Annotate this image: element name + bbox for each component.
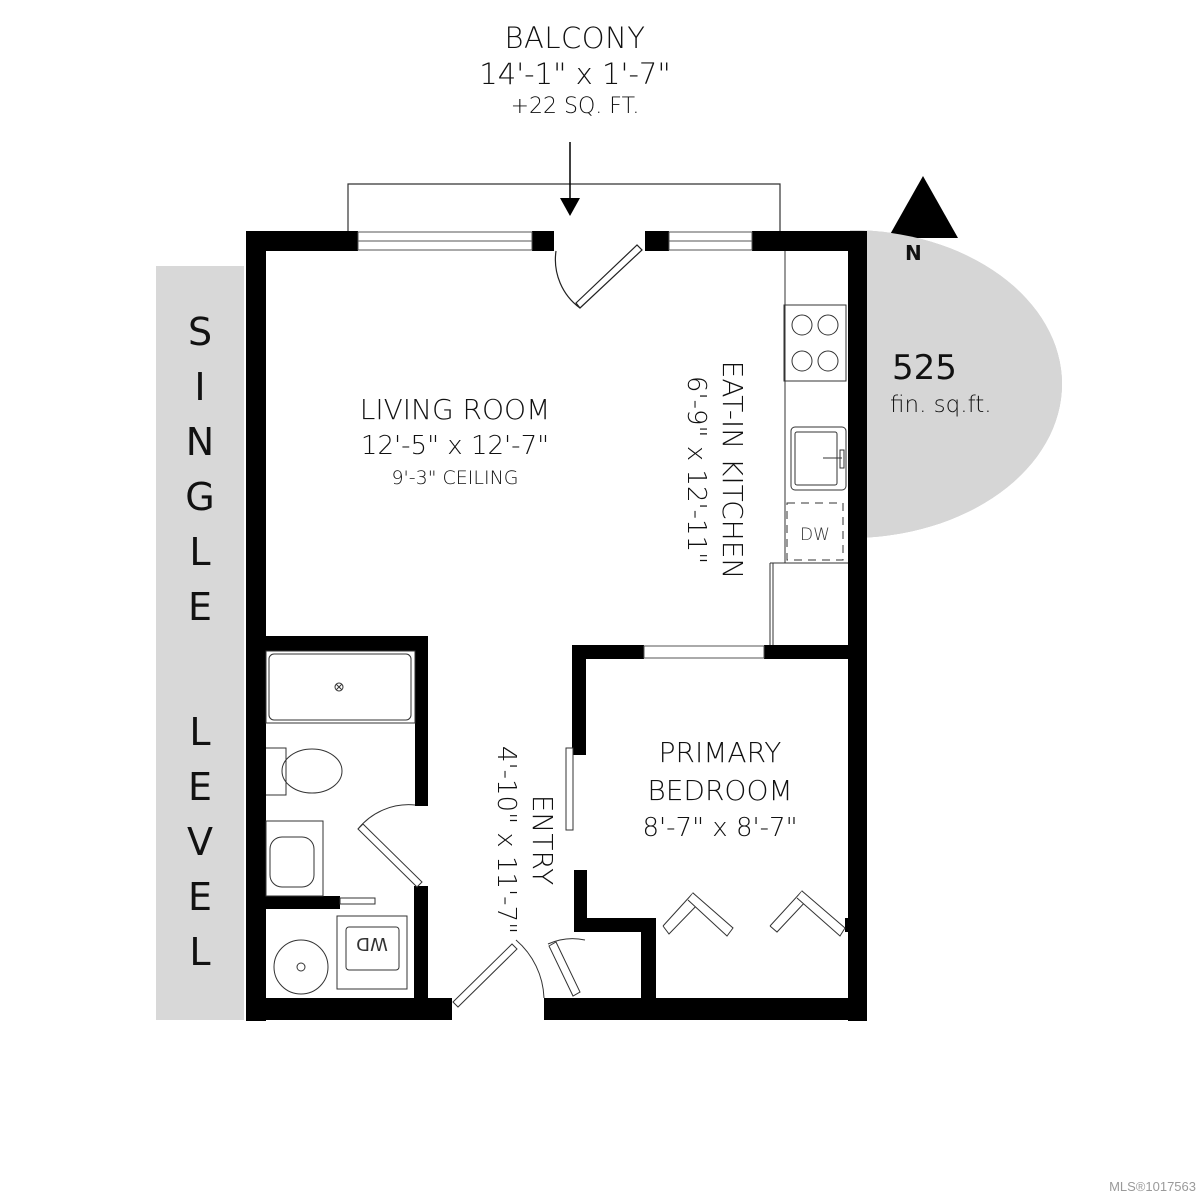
- mls-number: MLS®1017563: [1109, 1179, 1196, 1194]
- level-letter: E: [187, 765, 212, 809]
- area-value: 525: [892, 348, 957, 388]
- balcony-area: +22 SQ. FT.: [510, 94, 640, 119]
- dishwasher-label: DW: [800, 525, 830, 545]
- balcony-label: BALCONY 14'-1" x 1'-7" +22 SQ. FT.: [400, 20, 750, 122]
- bedroom-label: PRIMARY BEDROOM 8'-7" x 8'-7": [600, 734, 840, 846]
- balcony-dimensions: 14'-1" x 1'-7": [479, 57, 671, 91]
- bedroom-name-line1: PRIMARY: [658, 736, 782, 769]
- level-letter: E: [187, 875, 212, 919]
- arrow-down-icon: [560, 198, 580, 216]
- kitchen-label: EAT-IN KITCHEN 6'-9" x 12'-11": [670, 240, 750, 700]
- area-unit: fin. sq.ft.: [890, 392, 992, 418]
- windows: [357, 231, 765, 659]
- level-letter: I: [194, 365, 206, 409]
- washer-dryer-label: WD: [356, 933, 388, 954]
- living-room-ceiling: 9'-3" CEILING: [391, 467, 519, 489]
- bedroom-name-line2: BEDROOM: [647, 774, 793, 807]
- level-letter: L: [189, 530, 211, 574]
- kitchen-dimensions: 6'-9" x 12'-11": [681, 375, 711, 565]
- level-label: S I N G L E L E V E L: [156, 305, 244, 980]
- level-letter: V: [187, 820, 213, 864]
- level-letter: S: [187, 310, 213, 354]
- level-letter: N: [185, 420, 215, 464]
- entry-dimensions: 4'-10" x 11'-7": [491, 745, 521, 935]
- living-room-label: LIVING ROOM 12'-5" x 12'-7" 9'-3" CEILIN…: [300, 392, 610, 492]
- level-letter: E: [187, 585, 212, 629]
- north-arrow-icon: [888, 176, 958, 238]
- level-letter: L: [189, 710, 211, 754]
- level-band: [156, 266, 244, 1020]
- balcony-name: BALCONY: [504, 21, 646, 55]
- level-letter: L: [189, 930, 211, 974]
- bedroom-dimensions: 8'-7" x 8'-7": [642, 813, 798, 843]
- entry-label: ENTRY 4'-10" x 11'-7": [480, 690, 560, 990]
- kitchen-name: EAT-IN KITCHEN: [716, 360, 749, 580]
- walls: [246, 231, 867, 1021]
- entry-name: ENTRY: [526, 794, 559, 886]
- bathroom-fixtures: [265, 650, 846, 1008]
- living-room-dimensions: 12'-5" x 12'-7": [360, 431, 550, 461]
- balcony-outline: [347, 183, 781, 232]
- level-letter: G: [185, 475, 215, 519]
- living-room-name: LIVING ROOM: [359, 393, 551, 426]
- balcony-door: [554, 244, 643, 309]
- kitchen-counter: [769, 251, 848, 645]
- north-label: N: [905, 241, 922, 265]
